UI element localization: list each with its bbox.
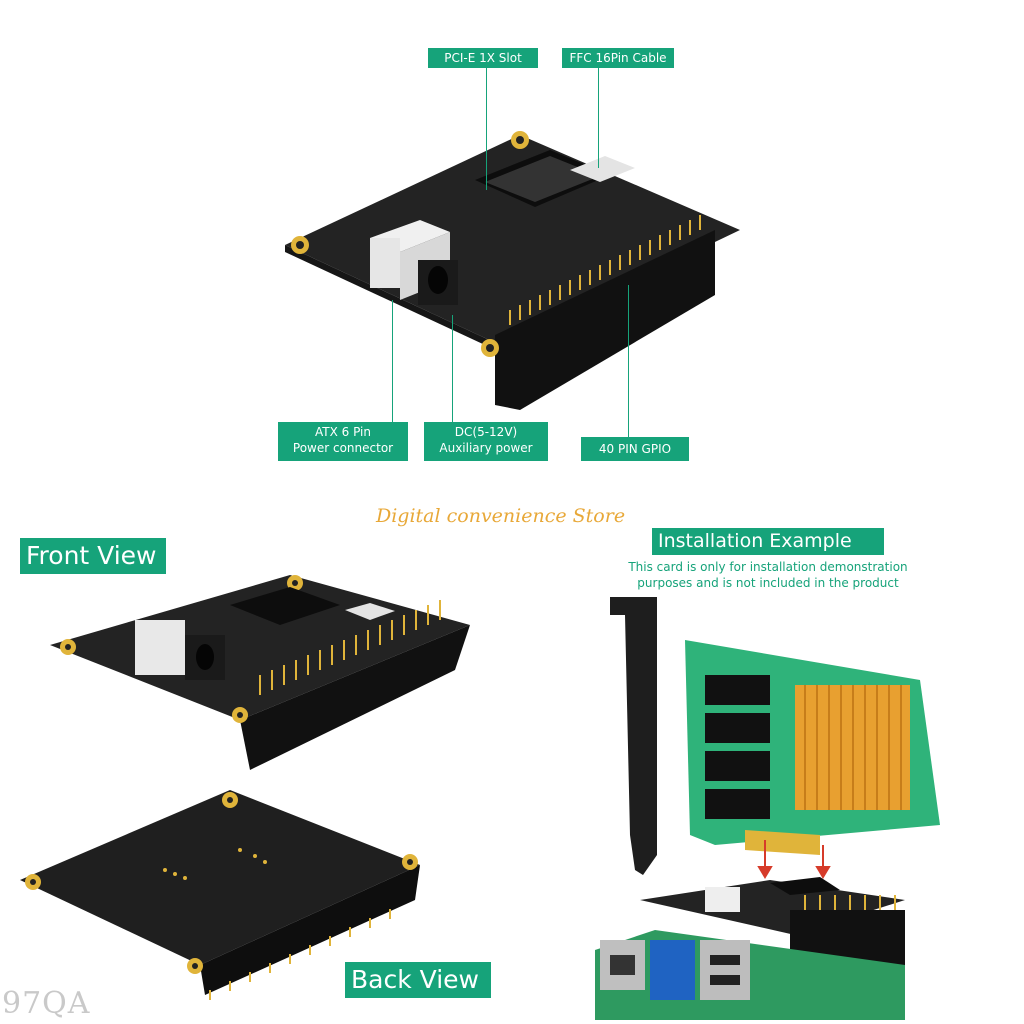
installation-illustration bbox=[595, 597, 940, 1020]
atx-label-line1: ATX 6 Pin bbox=[314, 425, 371, 439]
installation-note-line1: This card is only for installation demon… bbox=[628, 560, 908, 574]
atx-leader-line bbox=[392, 300, 393, 422]
store-name: Digital convenience Store bbox=[376, 505, 626, 527]
back-view-illustration bbox=[20, 790, 420, 1000]
installation-note: This card is only for installation demon… bbox=[612, 559, 924, 591]
atx-power-label: ATX 6 Pin Power connector bbox=[278, 422, 408, 461]
dc-leader-line bbox=[452, 315, 453, 422]
front-view-label: Front View bbox=[20, 538, 166, 574]
watermark-text: 97QA bbox=[2, 986, 91, 1021]
pcie-slot-label: PCI-E 1X Slot bbox=[428, 48, 538, 68]
ffc-leader-line bbox=[598, 68, 599, 168]
dc-power-label: DC(5-12V) Auxiliary power bbox=[424, 422, 548, 461]
main-board-illustration bbox=[285, 131, 740, 410]
gpio-leader-line bbox=[628, 285, 629, 437]
dc-label-line1: DC(5-12V) bbox=[454, 425, 518, 439]
dc-label-line2: Auxiliary power bbox=[439, 441, 533, 455]
pcie-leader-line bbox=[486, 68, 487, 190]
atx-label-line2: Power connector bbox=[292, 441, 394, 455]
back-view-label: Back View bbox=[345, 962, 491, 998]
front-view-illustration bbox=[50, 575, 470, 770]
installation-title: Installation Example bbox=[652, 528, 884, 555]
gpio-label: 40 PIN GPIO bbox=[581, 437, 689, 461]
installation-note-line2: purposes and is not included in the prod… bbox=[637, 576, 899, 590]
ffc-cable-label: FFC 16Pin Cable bbox=[562, 48, 674, 68]
